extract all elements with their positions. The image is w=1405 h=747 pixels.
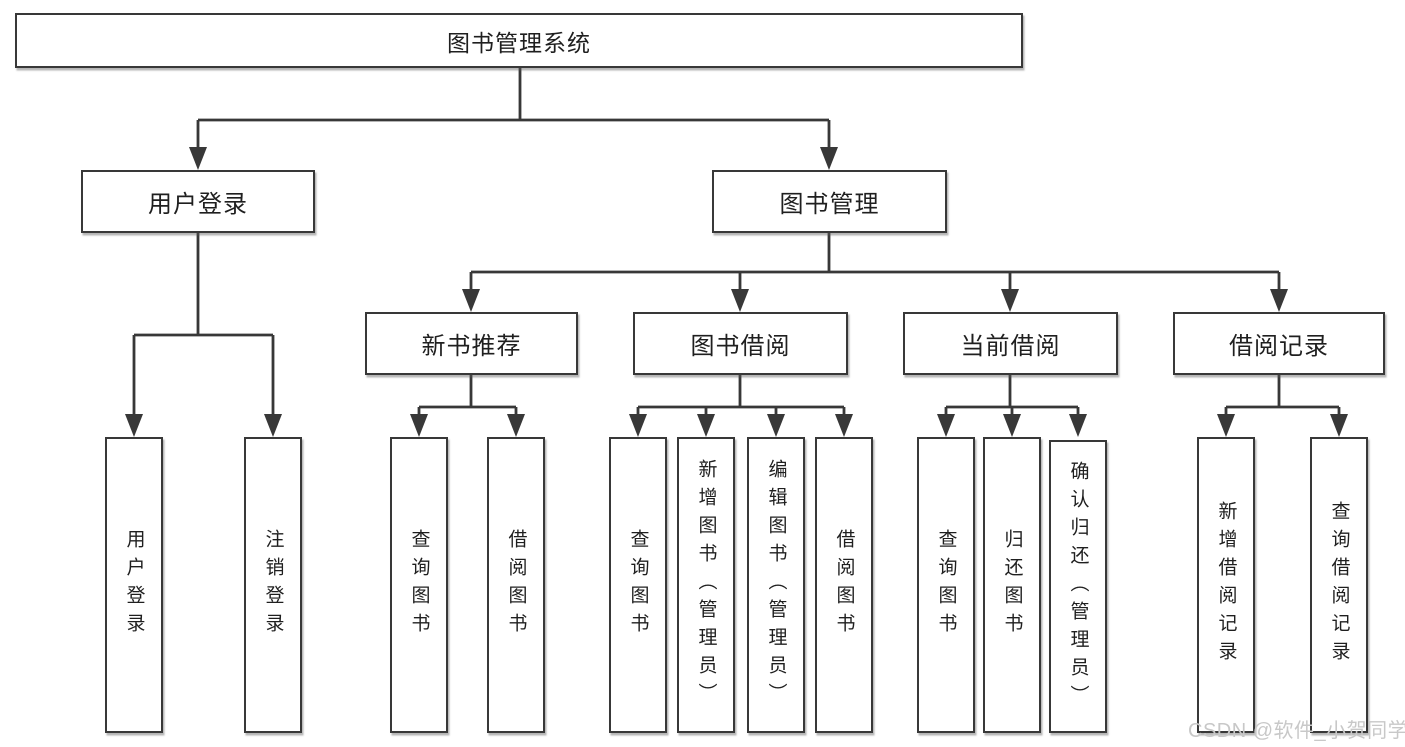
arrowhead-icon (189, 147, 207, 170)
node-user-login: 用户登录 (81, 170, 315, 233)
node-label: 新书推荐 (421, 333, 522, 360)
connector-new-book-recommend (417, 375, 518, 417)
arrowhead-icon (1270, 289, 1288, 312)
node-label: 用户登录 (148, 191, 248, 218)
node-label: 确认归还（管理员） (1067, 460, 1089, 713)
node-library-management-system: 图书管理系统 (15, 13, 1023, 68)
node-label: 图书管理系统 (447, 29, 591, 56)
arrowhead-icon (697, 414, 715, 437)
node-label: 查询图书 (408, 529, 430, 641)
node-query-books-2: 查询图书 (609, 437, 667, 733)
arrowhead-icon (507, 414, 525, 437)
node-edit-books-admin: 编辑图书（管理员） (747, 437, 805, 733)
node-label: 当前借阅 (960, 333, 1061, 360)
connector-book-management (469, 233, 1281, 292)
arrowhead-icon (264, 414, 282, 437)
connector-user-login (132, 233, 275, 417)
node-label: 借阅图书 (505, 529, 527, 641)
node-new-book-recommend: 新书推荐 (365, 312, 578, 375)
node-label: 借阅图书 (833, 529, 855, 641)
node-book-management: 图书管理 (712, 170, 947, 233)
node-label: 查询借阅记录 (1328, 501, 1350, 669)
node-add-books-admin: 新增图书（管理员） (677, 437, 735, 733)
connector-borrow-records (1224, 375, 1341, 417)
arrowhead-icon (629, 414, 647, 437)
node-label: 借阅记录 (1229, 333, 1329, 360)
connector-current-borrow (944, 375, 1080, 417)
arrowhead-icon (820, 147, 838, 170)
node-label: 新增借阅记录 (1215, 501, 1237, 669)
watermark: CSDN @软件_小贺同学 (1188, 720, 1405, 742)
arrowhead-icon (1003, 414, 1021, 437)
node-borrow-records: 借阅记录 (1173, 312, 1385, 375)
arrowhead-icon (410, 414, 428, 437)
node-logout: 注销登录 (244, 437, 302, 733)
connector-book-borrow (636, 375, 846, 417)
node-user-login-leaf: 用户登录 (105, 437, 163, 733)
arrowheads (125, 147, 1348, 437)
node-label: 注销登录 (262, 529, 284, 641)
node-label: 查询图书 (627, 529, 649, 641)
arrowhead-icon (767, 414, 785, 437)
node-borrow-books-1: 借阅图书 (487, 437, 545, 733)
node-book-borrow: 图书借阅 (633, 312, 848, 375)
node-confirm-return-admin: 确认归还（管理员） (1049, 440, 1107, 733)
node-label: 查询图书 (935, 529, 957, 641)
node-label: 新增图书（管理员） (695, 459, 717, 711)
arrowhead-icon (937, 414, 955, 437)
arrowhead-icon (1330, 414, 1348, 437)
arrowhead-icon (1217, 414, 1235, 437)
arrowhead-icon (125, 414, 143, 437)
node-query-books-3: 查询图书 (917, 437, 975, 733)
node-label: 图书管理 (779, 191, 880, 218)
arrowhead-icon (1069, 414, 1087, 437)
node-query-borrow-record: 查询借阅记录 (1310, 437, 1368, 733)
node-borrow-books-2: 借阅图书 (815, 437, 873, 733)
node-current-borrow: 当前借阅 (903, 312, 1118, 375)
node-return-books: 归还图书 (983, 437, 1041, 733)
node-add-borrow-record: 新增借阅记录 (1197, 437, 1255, 733)
node-label: 归还图书 (1001, 529, 1023, 641)
arrowhead-icon (835, 414, 853, 437)
connector-root (196, 68, 831, 150)
node-label: 图书借阅 (690, 333, 791, 360)
arrowhead-icon (462, 289, 480, 312)
node-query-books-1: 查询图书 (390, 437, 448, 733)
node-label: 编辑图书（管理员） (765, 459, 787, 711)
arrowhead-icon (731, 289, 749, 312)
node-label: 用户登录 (123, 529, 145, 641)
arrowhead-icon (1001, 289, 1019, 312)
